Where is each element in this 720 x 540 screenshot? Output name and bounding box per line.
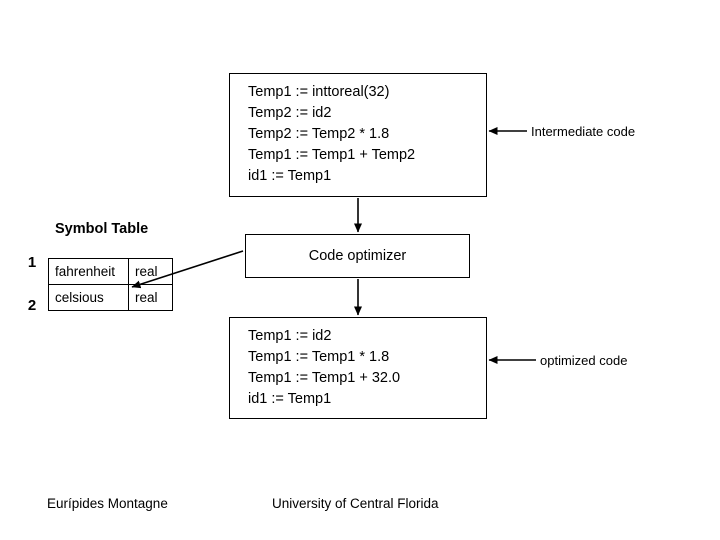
code-optimizer-label: Code optimizer (308, 248, 407, 264)
code-optimizer-box: Code optimizer (245, 234, 470, 278)
footer-institution: University of Central Florida (272, 496, 439, 511)
symbol-table-title: Symbol Table (55, 221, 149, 237)
optimized-code-label: optimized code (540, 353, 628, 368)
optimized-code-line-1: Temp1 := id2 (248, 328, 332, 344)
intermediate-code-line-1: Temp1 := inttoreal(32) (248, 84, 390, 100)
symbol-table-row-index-1: 1 (27, 254, 37, 271)
table-row: fahrenheit real (48, 258, 173, 285)
intermediate-code-line-4: Temp1 := Temp1 + Temp2 (248, 147, 416, 163)
intermediate-code-line-2: Temp2 := id2 (248, 105, 332, 121)
footer-author: Eurípides Montagne (47, 496, 168, 511)
intermediate-code-line-5: id1 := Temp1 (248, 168, 332, 184)
symbol-table: fahrenheit real celsious real (48, 258, 173, 311)
optimized-code-line-4: id1 := Temp1 (248, 391, 332, 407)
intermediate-code-label: Intermediate code (531, 124, 636, 139)
symbol-table-row-index-2: 2 (27, 297, 37, 314)
intermediate-code-line-3: Temp2 := Temp2 * 1.8 (248, 126, 390, 142)
optimized-code-box: Temp1 := id2 Temp1 := Temp1 * 1.8 Temp1 … (229, 317, 487, 419)
symbol-name-2: celsious (48, 284, 129, 311)
symbol-type-1: real (128, 258, 173, 285)
optimized-code-line-3: Temp1 := Temp1 + 32.0 (248, 370, 401, 386)
symbol-type-2: real (128, 284, 173, 311)
optimized-code-line-2: Temp1 := Temp1 * 1.8 (248, 349, 390, 365)
table-row: celsious real (48, 284, 173, 311)
symbol-name-1: fahrenheit (48, 258, 129, 285)
intermediate-code-box: Temp1 := inttoreal(32) Temp2 := id2 Temp… (229, 73, 487, 197)
